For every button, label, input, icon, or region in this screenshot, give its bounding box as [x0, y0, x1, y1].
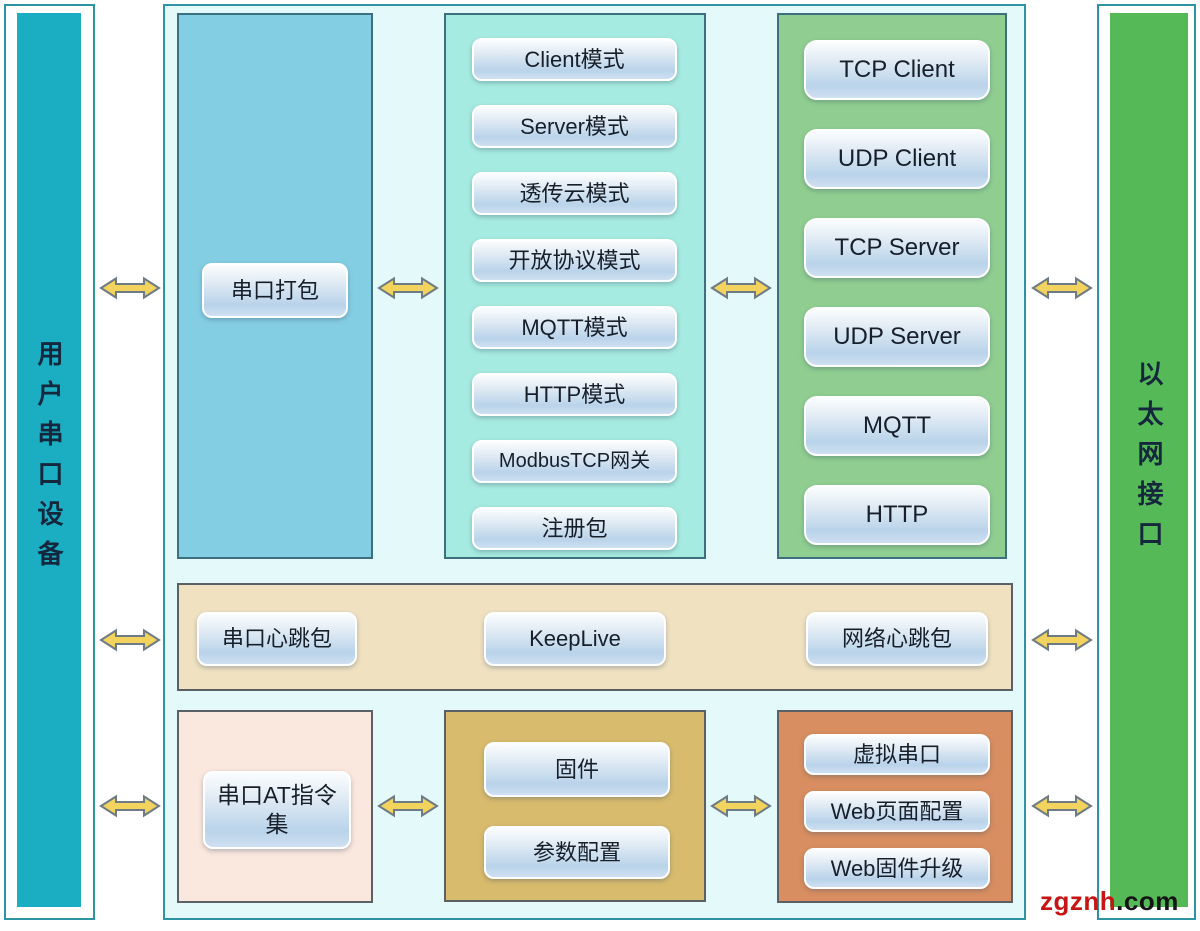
node-mqtt-mode: MQTT模式 [472, 306, 677, 349]
node-mqtt: MQTT [804, 396, 990, 456]
bidir-arrow-icon [99, 276, 161, 300]
user-serial-device-frame: 用户串口设备 [4, 4, 95, 920]
ethernet-interface-bar: 以太网接口 [1110, 13, 1188, 907]
bidir-arrow-icon [1031, 794, 1093, 818]
work-mode-panel: Client模式 Server模式 透传云模式 开放协议模式 MQTT模式 HT… [444, 13, 706, 559]
node-server-mode: Server模式 [472, 105, 677, 148]
node-serial-heartbeat: 串口心跳包 [197, 612, 357, 666]
ethernet-interface-frame: 以太网接口 [1097, 4, 1196, 920]
net-protocol-panel: TCP Client UDP Client TCP Server UDP Ser… [777, 13, 1007, 559]
node-web-firmware-upgrade: Web固件升级 [804, 848, 990, 889]
web-panel: 虚拟串口 Web页面配置 Web固件升级 [777, 710, 1013, 903]
node-firmware: 固件 [484, 742, 670, 797]
node-param-config: 参数配置 [484, 826, 670, 879]
user-serial-device-bar: 用户串口设备 [17, 13, 81, 907]
node-udp-server: UDP Server [804, 307, 990, 367]
node-udp-client: UDP Client [804, 129, 990, 189]
node-tcp-server: TCP Server [804, 218, 990, 278]
ethernet-interface-label: 以太网接口 [1134, 360, 1164, 560]
watermark-name: zgznh [1040, 886, 1117, 916]
watermark-tld: .com [1116, 886, 1179, 916]
node-serial-at-commands: 串口AT指令集 [203, 771, 351, 849]
bidir-arrow-icon [710, 276, 772, 300]
node-keeplive: KeepLive [484, 612, 666, 666]
node-http-mode: HTTP模式 [472, 373, 677, 416]
node-modbus-tcp-gateway: ModbusTCP网关 [472, 440, 677, 483]
firmware-panel: 固件 参数配置 [444, 710, 706, 902]
watermark: zgznh.com [1040, 886, 1179, 917]
node-open-protocol-mode: 开放协议模式 [472, 239, 677, 282]
node-client-mode: Client模式 [472, 38, 677, 81]
node-transparent-cloud-mode: 透传云模式 [472, 172, 677, 215]
bidir-arrow-icon [1031, 276, 1093, 300]
at-command-panel: 串口AT指令集 [177, 710, 373, 903]
node-network-heartbeat: 网络心跳包 [806, 612, 988, 666]
user-serial-device-label: 用户串口设备 [34, 340, 64, 580]
bidir-arrow-icon [99, 794, 161, 818]
node-tcp-client: TCP Client [804, 40, 990, 100]
bidir-arrow-icon [99, 628, 161, 652]
bidir-arrow-icon [710, 794, 772, 818]
bidir-arrow-icon [1031, 628, 1093, 652]
node-serial-pack: 串口打包 [202, 263, 348, 318]
node-virtual-serial: 虚拟串口 [804, 734, 990, 775]
heartbeat-panel: 串口心跳包 KeepLive 网络心跳包 [177, 583, 1013, 691]
bidir-arrow-icon [377, 794, 439, 818]
node-register-packet: 注册包 [472, 507, 677, 550]
node-http: HTTP [804, 485, 990, 545]
bidir-arrow-icon [377, 276, 439, 300]
node-web-page-config: Web页面配置 [804, 791, 990, 832]
serial-pack-panel: 串口打包 [177, 13, 373, 559]
